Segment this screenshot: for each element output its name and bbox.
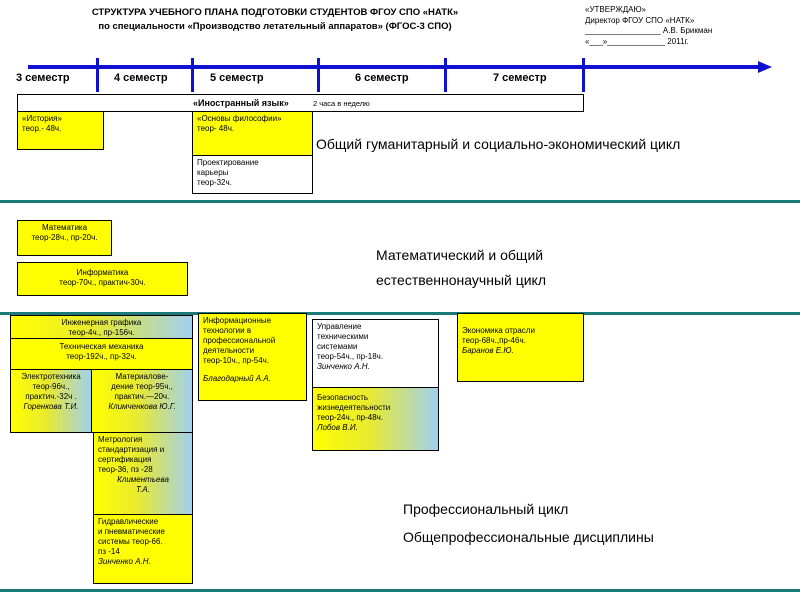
box-line: Гидравлические xyxy=(98,517,159,526)
box-line: стандартизация и xyxy=(98,445,165,454)
box-line: Метрология xyxy=(98,435,143,444)
prof-subheading: Общепрофессиональные дисциплины xyxy=(403,529,654,545)
box-line: и пневматические xyxy=(98,527,165,536)
box-teacher: Лобов В.И. xyxy=(317,423,358,432)
foreign-language-bar: «Иностранный язык» 2 часа в неделю xyxy=(17,94,584,112)
box-line: теор-24ч., пр-48ч. xyxy=(317,413,384,422)
box-teacher: Горенкова Т.И. xyxy=(23,402,79,411)
philosophy-box: «Основы философии»теор- 48ч. xyxy=(192,111,313,156)
box-teacher: Зинченко А.Н. xyxy=(317,362,370,371)
box-line: дение теор-95ч., xyxy=(111,382,173,391)
box-line: Информационные xyxy=(203,316,272,325)
semester-divider xyxy=(191,58,194,92)
box-line: деятельности xyxy=(203,346,255,355)
box-line: теор-96ч., xyxy=(32,382,70,391)
approve-line: «УТВЕРЖДАЮ» xyxy=(585,5,647,14)
semester-5: 5 семестр xyxy=(210,72,264,84)
box-line: теор-36, пз -28 xyxy=(98,465,153,474)
box-line: профессиональной xyxy=(203,336,276,345)
box-line: теор- 48ч. xyxy=(197,124,235,133)
box-line: Управление xyxy=(317,322,362,331)
box-line: теор-192ч., пр-32ч. xyxy=(66,352,137,361)
box-line: Безопасность xyxy=(317,393,369,402)
box-line: практич.-32ч . xyxy=(25,392,77,401)
title-line-1: СТРУКТУРА УЧЕБНОГО ПЛАНА ПОДГОТОВКИ СТУД… xyxy=(91,7,459,18)
box-line: практич.—20ч. xyxy=(114,392,170,401)
page-title: СТРУКТУРА УЧЕБНОГО ПЛАНА ПОДГОТОВКИ СТУД… xyxy=(40,6,510,34)
divider xyxy=(0,200,800,203)
box-line: «История» xyxy=(22,114,62,123)
box-line: техническими xyxy=(317,332,369,341)
box-line: системы теор-66. xyxy=(98,537,163,546)
box-teacher: Зинченко А.Н. xyxy=(98,557,151,566)
box-line: Инженерная графика xyxy=(61,318,142,327)
box-line: системами xyxy=(317,342,358,351)
box-line: теор-68ч.,пр-46ч. xyxy=(462,336,526,345)
box-teacher: Климченкова Ю.Г. xyxy=(108,402,176,411)
box-line: Информатика xyxy=(76,268,129,277)
box-line: Математика xyxy=(41,223,88,232)
box-teacher: Благодарный А.А. xyxy=(203,374,271,383)
arrow-head-icon xyxy=(758,61,772,73)
semester-7: 7 семестр xyxy=(493,72,547,84)
semester-divider xyxy=(317,58,320,92)
box-teacher: Климентьева xyxy=(117,475,169,484)
box-line: пз -14 xyxy=(98,547,120,556)
title-line-2: по специальности «Производство летательн… xyxy=(98,21,452,32)
box-line: Техническая механика xyxy=(59,342,144,351)
semester-divider xyxy=(582,58,585,92)
approval-block: «УТВЕРЖДАЮ» Директор ФГОУ СПО «НАТК» ___… xyxy=(585,5,712,47)
materials-box: Материалове-дение теор-95ч.,практич.—20ч… xyxy=(91,369,193,433)
timeline-arrow xyxy=(28,65,763,69)
approve-line: Директор ФГОУ СПО «НАТК» xyxy=(585,15,695,25)
box-line: теор.- 48ч. xyxy=(22,124,62,133)
box-line: технологии в xyxy=(203,326,252,335)
box-line: Электротехника xyxy=(21,372,81,381)
foreign-language-name: «Иностранный язык» xyxy=(193,98,289,108)
box-line: Материалове- xyxy=(115,372,169,381)
box-line: теор-32ч. xyxy=(197,178,232,187)
math-heading-line: Математический и общий xyxy=(376,247,544,263)
divider xyxy=(0,312,800,315)
box-line: Экономика отрасли xyxy=(462,326,535,335)
humanities-heading: Общий гуманитарный и социально-экономиче… xyxy=(316,136,681,152)
math-heading: Математический и общий естественнонаучный… xyxy=(376,243,546,293)
box-line: «Основы философии» xyxy=(197,114,282,123)
approve-line: «___»_____________ 2011г. xyxy=(585,36,689,46)
semester-divider xyxy=(444,58,447,92)
semester-6: 6 семестр xyxy=(355,72,409,84)
box-teacher: Баранов Е.Ю. xyxy=(462,346,514,355)
box-teacher: Т.А. xyxy=(136,485,150,494)
prof-heading: Профессиональный цикл xyxy=(403,501,569,517)
foreign-language-hours: 2 часа в неделю xyxy=(312,99,370,108)
box-line: теор-70ч., практич-30ч. xyxy=(59,278,146,287)
math-heading-line: естественнонаучный цикл xyxy=(376,272,547,288)
box-line: теор-4ч., пр-156ч. xyxy=(68,328,135,337)
approve-line: _________________ А.В. Брикман xyxy=(585,26,713,35)
box-line: сертификация xyxy=(98,455,152,464)
box-line: теор-54ч., пр-18ч. xyxy=(317,352,384,361)
divider xyxy=(0,589,800,592)
semester-divider xyxy=(96,58,99,92)
box-line: теор-28ч., пр-20ч. xyxy=(31,233,98,242)
box-line: Проектирование xyxy=(197,158,259,167)
box-line: карьеры xyxy=(197,168,229,177)
box-line: теор-10ч., пр-54ч. xyxy=(203,356,270,365)
semester-3: 3 семестр xyxy=(16,72,70,84)
history-box: «История»теор.- 48ч. xyxy=(17,111,104,150)
semester-4: 4 семестр xyxy=(114,72,168,84)
box-line: жизнедеятельности xyxy=(317,403,391,412)
